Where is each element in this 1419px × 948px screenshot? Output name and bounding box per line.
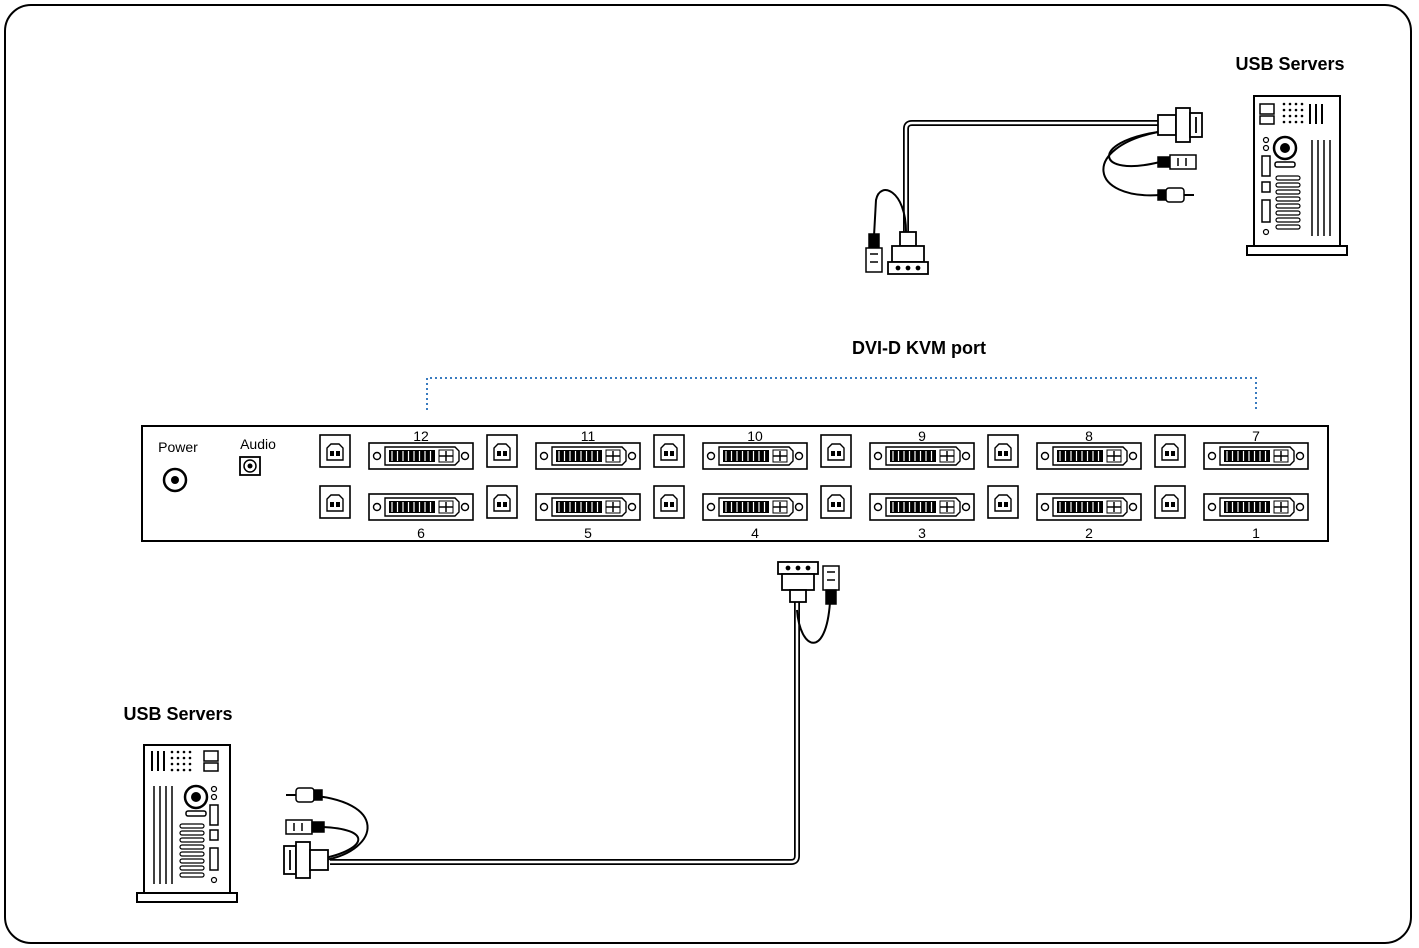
usb-b-port-icon: [319, 485, 351, 519]
usb-b-port-icon: [653, 485, 685, 519]
dvi-d-port-icon: [702, 493, 808, 521]
dvi-d-port-icon: [535, 493, 641, 521]
usb-plug-server-top-icon: [1157, 154, 1197, 170]
usb-b-port-icon: [987, 434, 1019, 468]
port-number-label: 11: [581, 428, 596, 444]
power-label: Power: [158, 439, 198, 455]
kvm-port-caption: DVI-D KVM port: [852, 338, 986, 358]
server-tower-top-icon: [1246, 95, 1348, 256]
power-jack-icon[interactable]: [162, 467, 188, 493]
kvm-port-4[interactable]: 4: [653, 485, 808, 541]
port-number-label: 7: [1252, 428, 1260, 444]
kvm-port-10[interactable]: 10: [653, 428, 808, 470]
kvm-port-2[interactable]: 2: [987, 485, 1142, 541]
dvi-d-port-icon: [702, 442, 808, 470]
kvm-port-8[interactable]: 8: [987, 428, 1142, 470]
usb-b-port-icon: [653, 434, 685, 468]
port-number-label: 10: [747, 428, 763, 444]
bottom-kvm-cable: [304, 600, 831, 865]
kvm-port-6[interactable]: 6: [319, 485, 474, 541]
dvi-d-port-icon: [368, 442, 474, 470]
dvi-plug-server-bottom-icon: [283, 841, 329, 879]
kvm-port-7[interactable]: 7: [1154, 428, 1309, 470]
dvi-d-port-icon: [535, 442, 641, 470]
dvi-d-port-icon: [1203, 442, 1309, 470]
dvi-d-port-icon: [869, 442, 975, 470]
dvi-d-port-icon: [869, 493, 975, 521]
port-number-label: 5: [584, 525, 592, 541]
dvi-d-port-icon: [1036, 442, 1142, 470]
top-kvm-cable: [873, 120, 1161, 237]
port-number-label: 4: [751, 525, 759, 541]
port-number-label: 6: [417, 525, 425, 541]
usb-b-port-icon: [1154, 485, 1186, 519]
kvm-port-bracket: [426, 377, 1257, 410]
audio-plug-server-top-icon: [1157, 187, 1194, 203]
dvi-plug-server-top-icon: [1157, 107, 1203, 143]
port-number-label: 1: [1252, 525, 1260, 541]
usb-b-port-icon: [820, 434, 852, 468]
dvi-plug-kvm-bottom-icon: [777, 561, 819, 603]
server-tower-bottom-icon: [136, 744, 238, 903]
usb-b-port-icon: [486, 485, 518, 519]
kvm-port-9[interactable]: 9: [820, 428, 975, 470]
usb-servers-top-label: USB Servers: [1235, 54, 1344, 74]
port-number-label: 9: [918, 428, 926, 444]
port-number-label: 3: [918, 525, 926, 541]
audio-plug-server-bottom-icon: [286, 787, 323, 803]
kvm-port-12[interactable]: 12: [319, 428, 474, 470]
kvm-port-group: 12 11 10 9 8 7 6 5 4 3 2 1: [319, 428, 1309, 541]
kvm-port-3[interactable]: 3: [820, 485, 975, 541]
audio-label: Audio: [240, 436, 276, 452]
usb-plug-kvm-top-icon: [865, 233, 883, 273]
usb-b-port-icon: [1154, 434, 1186, 468]
port-number-label: 2: [1085, 525, 1093, 541]
usb-b-port-icon: [987, 485, 1019, 519]
audio-jack-icon[interactable]: [239, 456, 261, 476]
port-number-label: 8: [1085, 428, 1093, 444]
port-number-label: 12: [413, 428, 429, 444]
usb-b-port-icon: [319, 434, 351, 468]
dvi-plug-kvm-top-icon: [887, 231, 929, 275]
usb-servers-bottom-label: USB Servers: [123, 704, 232, 724]
usb-b-port-icon: [820, 485, 852, 519]
dvi-d-port-icon: [1203, 493, 1309, 521]
dvi-d-port-icon: [368, 493, 474, 521]
usb-plug-kvm-bottom-icon: [822, 565, 840, 605]
kvm-port-5[interactable]: 5: [486, 485, 641, 541]
kvm-port-11[interactable]: 11: [486, 428, 641, 470]
usb-plug-server-bottom-icon: [285, 819, 325, 835]
kvm-port-1[interactable]: 1: [1154, 485, 1309, 541]
dvi-d-port-icon: [1036, 493, 1142, 521]
usb-b-port-icon: [486, 434, 518, 468]
